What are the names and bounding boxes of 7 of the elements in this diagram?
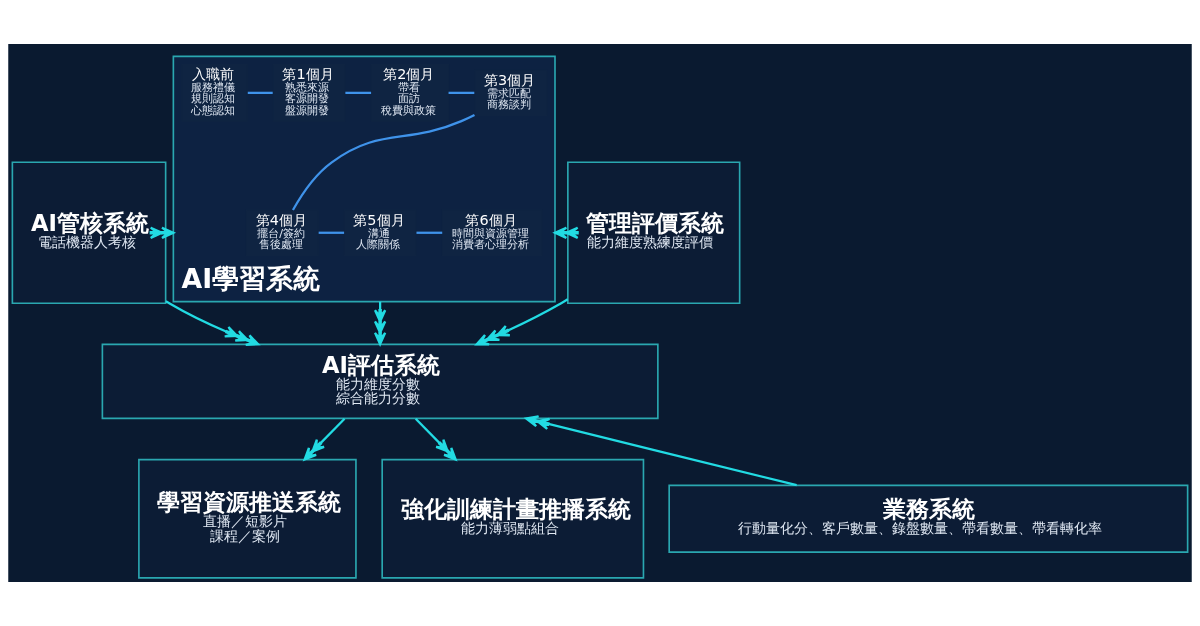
node-text: 第1個月 熟悉來源 客源開發 盤源開發 [282, 66, 334, 117]
node-text: 第4個月 擺台/簽約 售後處理 [255, 211, 307, 251]
node-text: 第3個月 需求匹配 商務談判 [484, 71, 536, 112]
node-text: 第6個月 時間與資源管理 消費者心理分析 [451, 211, 529, 251]
node-text: 入職前 服務禮儀 規則認知 心態認知 [190, 66, 235, 117]
node-text: 第2個月 帶看 面訪 稅費與政策 [380, 66, 436, 117]
node-text: 第5個月 溝通 人際關係 [353, 211, 405, 251]
